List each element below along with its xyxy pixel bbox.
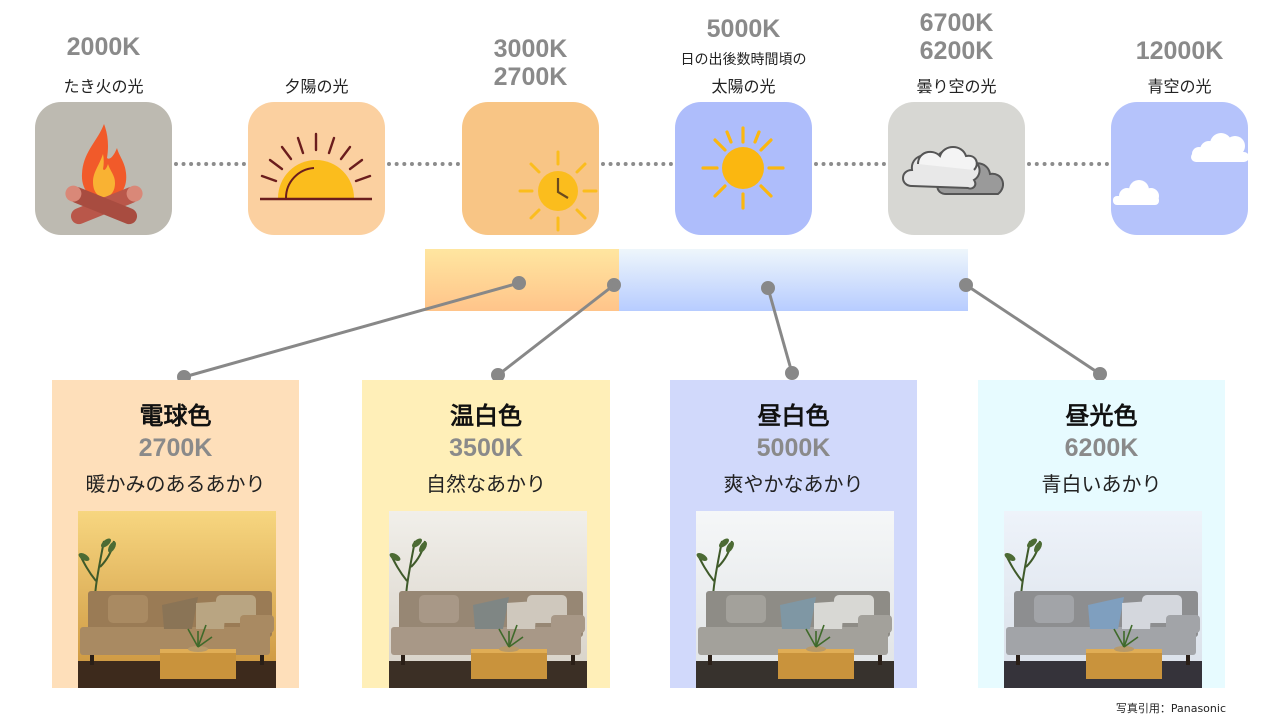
kelvin-value: 2000K (66, 33, 141, 61)
kelvin-value: 5000K (706, 15, 781, 43)
card-title: 昼光色 (1065, 402, 1138, 430)
cloud-icon (888, 102, 1025, 235)
source-label: 曇り空の光 (916, 77, 997, 96)
kelvin-value: 2700K (493, 63, 568, 91)
timeline-dots (814, 162, 886, 166)
card-daylight: 昼光色 6200K 青白いあかり (978, 380, 1225, 688)
source-label: 太陽の光 (711, 77, 776, 96)
card-kelvin: 2700K (138, 434, 213, 462)
source-label: 夕陽の光 (284, 77, 349, 96)
kelvin-value: 6700K (919, 9, 994, 37)
card-title: 電球色 (139, 402, 212, 430)
room-photo (389, 511, 587, 688)
sunset-icon (248, 102, 385, 235)
card-description: 青白いあかり (1041, 472, 1162, 496)
sun-clock-icon (462, 102, 599, 235)
source-label: たき火の光 (63, 77, 144, 96)
card-kelvin: 3500K (449, 434, 523, 462)
blue-sky-icon (1111, 102, 1248, 235)
card-description: 自然なあかり (426, 472, 546, 496)
kelvin-value: 3000K (493, 35, 568, 63)
card-warm-white: 温白色 3500K 自然なあかり (362, 380, 610, 688)
card-description: 暖かみのあるあかり (85, 472, 266, 496)
card-title: 昼白色 (757, 402, 830, 430)
card-kelvin: 6200K (1064, 434, 1139, 462)
source-label: 青空の光 (1147, 77, 1212, 96)
kelvin-value: 6200K (919, 37, 994, 65)
sun-icon (675, 102, 812, 235)
campfire-icon (35, 102, 172, 235)
timeline-dots (1027, 162, 1109, 166)
card-kelvin: 5000K (756, 434, 831, 462)
kelvin-value: 12000K (1135, 37, 1224, 65)
card-lightbulb-color: 電球色 2700K 暖かみのあるあかり (52, 380, 299, 688)
card-neutral-white: 昼白色 5000K 爽やかなあかり (670, 380, 917, 688)
card-title: 温白色 (450, 402, 522, 430)
source-sublabel: 日の出後数時間頃の (680, 52, 807, 68)
room-photo (1004, 511, 1202, 688)
timeline-dots (387, 162, 460, 166)
room-photo (696, 511, 894, 688)
timeline-dots (174, 162, 246, 166)
card-description: 爽やかなあかり (723, 472, 864, 496)
photo-credit: 写真引用：Panasonic (1115, 702, 1226, 715)
timeline-dots (601, 162, 673, 166)
cool-gradient-bar (619, 249, 968, 311)
room-photo (78, 511, 276, 688)
